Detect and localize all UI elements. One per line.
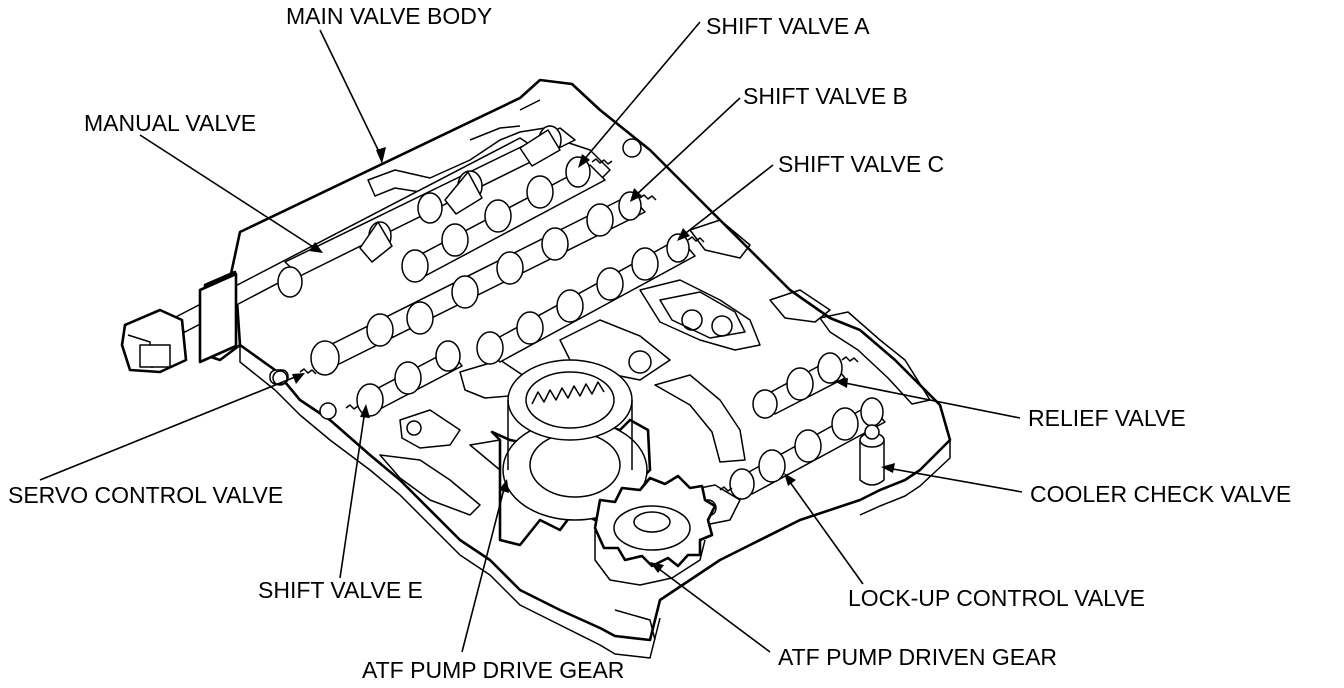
relief-valve-part [752,352,859,419]
label-cooler-check-valve: COOLER CHECK VALVE [1030,481,1291,507]
label-main-valve-body: MAIN VALVE BODY [286,3,492,29]
labels: MAIN VALVE BODY SHIFT VALVE A SHIFT VALV… [8,3,1291,683]
cooler-check-valve-part [859,424,885,486]
label-servo-control-valve: SERVO CONTROL VALVE [8,482,283,508]
label-shift-valve-e: SHIFT VALVE E [258,577,423,603]
label-shift-valve-c: SHIFT VALVE C [778,151,944,177]
atf-pump-driven-gear-part [593,474,717,586]
label-shift-valve-b: SHIFT VALVE B [743,83,908,109]
label-shift-valve-a: SHIFT VALVE A [706,13,870,39]
atf-pump-drive-gear-part [490,359,652,547]
leader-lines [39,21,1023,653]
label-lock-up-control-valve: LOCK-UP CONTROL VALVE [848,585,1145,611]
shift-valve-c-part [476,233,705,365]
manual-valve-part [120,125,576,374]
label-relief-valve: RELIEF VALVE [1028,405,1186,431]
lock-up-control-valve-part [719,397,886,500]
shift-valve-e-part [345,340,463,417]
shift-valve-a-part [401,156,613,283]
shift-valve-b-part [299,191,657,376]
label-manual-valve: MANUAL VALVE [84,110,256,136]
label-atf-pump-driven-gear: ATF PUMP DRIVEN GEAR [778,644,1057,670]
label-atf-pump-drive-gear: ATF PUMP DRIVE GEAR [362,657,624,683]
